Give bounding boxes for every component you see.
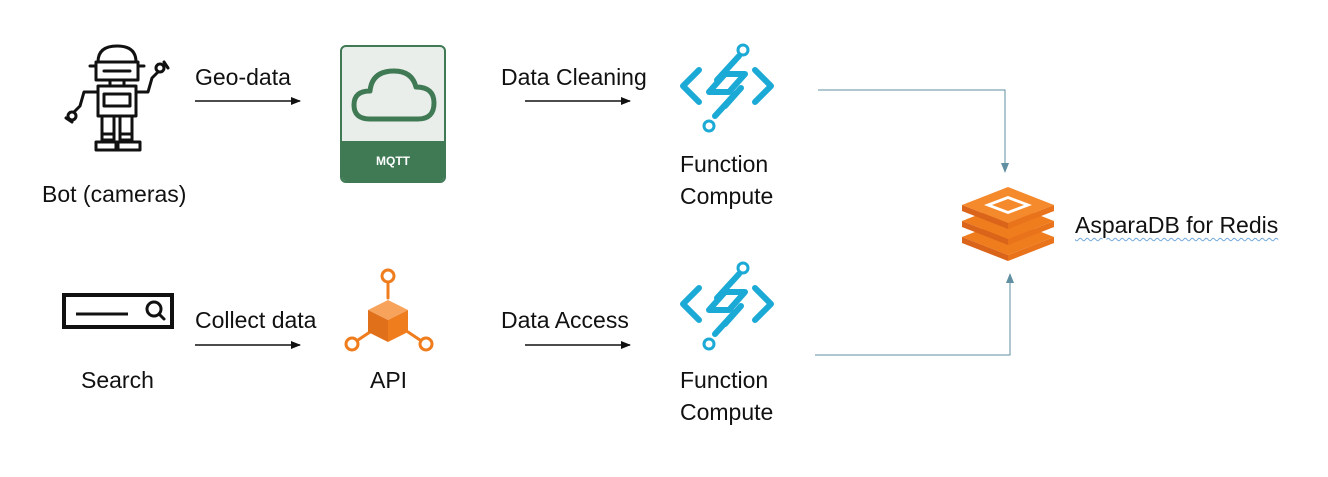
function-compute-icon-bottom <box>680 261 774 351</box>
fc-top-label-line1: Function <box>680 151 769 177</box>
edge-label-geo-data: Geo-data <box>195 64 291 90</box>
fc-bottom-label: Function Compute <box>680 364 773 428</box>
connector-top-to-redis <box>818 89 1009 173</box>
fc-top-label-line2: Compute <box>680 183 774 209</box>
redis-stack-icon <box>962 187 1054 261</box>
search-label: Search <box>81 367 154 393</box>
bot-label: Bot (cameras) <box>42 181 187 207</box>
api-gateway-icon <box>344 268 434 352</box>
fc-top-label: Function Compute <box>680 148 773 212</box>
search-bar-icon <box>62 293 174 329</box>
redis-label: AsparaDB for Redis <box>1075 212 1279 238</box>
connector-bottom-to-redis <box>815 273 1014 356</box>
mqtt-card: MQTT <box>340 45 446 183</box>
edge-label-collect-data: Collect data <box>195 307 317 333</box>
edge-label-data-access: Data Access <box>501 307 629 333</box>
cloud-icon <box>351 68 437 122</box>
api-label: API <box>370 367 408 393</box>
mqtt-label: MQTT <box>342 141 444 181</box>
function-compute-icon-top <box>680 43 774 133</box>
fc-bottom-label-line2: Compute <box>680 399 774 425</box>
fc-bottom-label-line1: Function <box>680 367 769 393</box>
robot-icon <box>64 44 170 152</box>
edge-label-data-cleaning: Data Cleaning <box>501 64 647 90</box>
